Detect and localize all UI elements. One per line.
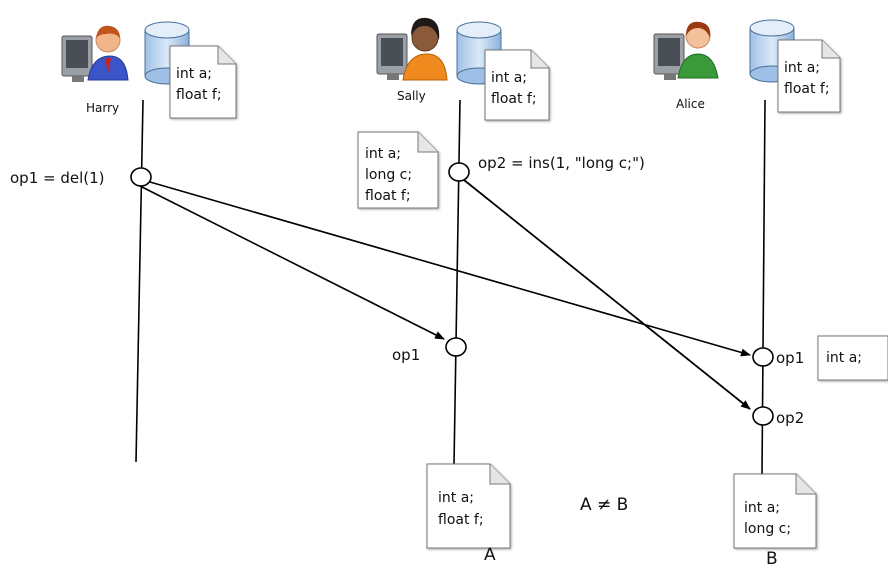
arrow-op1-to-sally <box>139 185 445 340</box>
alice-after-op1-document <box>817 335 888 381</box>
sally-document <box>484 49 550 121</box>
sally-local-doc-line-2: long c; <box>365 167 412 183</box>
alice-doc-line-2: float f; <box>784 81 830 97</box>
alice-user-icon <box>653 21 719 80</box>
sally-local-doc-line-1: int a; <box>365 146 401 162</box>
sally-local-doc-line-3: float f; <box>365 188 411 204</box>
sally-op-label: op2 = ins(1, "long c;") <box>478 154 645 172</box>
harry-document <box>169 45 237 119</box>
harry-op-label: op1 = del(1) <box>10 169 105 187</box>
alice-document <box>777 39 841 113</box>
sally-name: Sally <box>397 89 426 103</box>
sally-doc-line-1: int a; <box>491 70 527 86</box>
result-a-label: A <box>484 545 496 565</box>
comparison-label: A ≠ B <box>580 495 628 515</box>
result-b-line-1: int a; <box>744 500 780 516</box>
event-alice-op2 <box>752 406 774 426</box>
alice-recv2-label: op2 <box>776 409 804 427</box>
arrow-op1-to-alice <box>149 181 751 357</box>
sally-user-icon <box>376 17 448 81</box>
harry-doc-line-1: int a; <box>176 66 212 82</box>
result-a-line-2: float f; <box>438 512 484 528</box>
event-sally-op2 <box>448 162 470 182</box>
alice-after-op1-line-1: int a; <box>826 350 862 366</box>
alice-name: Alice <box>676 97 705 111</box>
sally-timeline <box>453 99 461 466</box>
event-alice-op1 <box>752 347 774 367</box>
arrow-op2-to-alice <box>463 179 751 410</box>
alice-doc-line-1: int a; <box>784 60 820 76</box>
harry-user-icon <box>61 25 129 82</box>
harry-timeline <box>135 99 144 463</box>
sally-local-document <box>357 131 439 209</box>
harry-doc-line-2: float f; <box>176 87 222 103</box>
result-b-line-2: long c; <box>744 521 791 537</box>
alice-recv1-label: op1 <box>776 349 804 367</box>
sally-doc-line-2: float f; <box>491 91 537 107</box>
event-harry-op1 <box>130 167 152 187</box>
result-a-document <box>426 463 511 549</box>
result-b-label: B <box>766 549 778 565</box>
result-b-document <box>733 473 817 549</box>
sally-recv-label: op1 <box>392 346 420 364</box>
event-sally-op1 <box>445 337 467 357</box>
result-a-line-1: int a; <box>438 490 474 506</box>
harry-name: Harry <box>86 101 119 115</box>
